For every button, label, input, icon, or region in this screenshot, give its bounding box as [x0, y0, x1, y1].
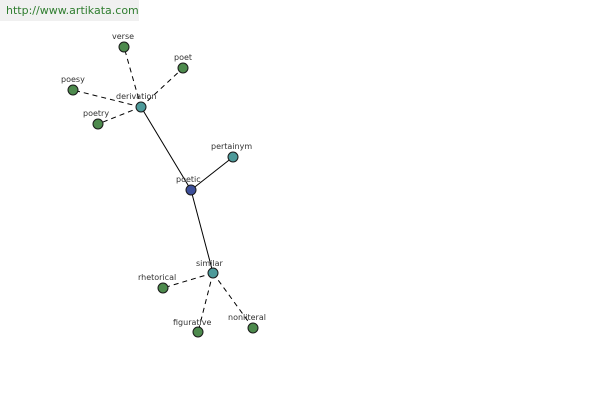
node-label-figurative[interactable]: figurative	[173, 318, 211, 327]
node-similar[interactable]	[207, 267, 219, 279]
edge-poetic-similar	[190, 189, 214, 274]
nodes-layer	[67, 41, 259, 338]
node-pertainym[interactable]	[227, 151, 239, 163]
edge-derivation-poet	[140, 67, 184, 108]
node-verse[interactable]	[118, 41, 130, 53]
edge-derivation-poesy	[72, 89, 142, 108]
node-label-nonliteral[interactable]: nonliteral	[228, 313, 266, 322]
node-poesy[interactable]	[67, 84, 79, 96]
edge-similar-figurative	[197, 272, 214, 333]
node-nonliteral[interactable]	[247, 322, 259, 334]
node-derivation[interactable]	[135, 101, 147, 113]
node-figurative[interactable]	[192, 326, 204, 338]
node-label-verse[interactable]: verse	[112, 32, 134, 41]
site-url-link[interactable]: http://www.artikata.com	[6, 4, 139, 17]
site-url-banner[interactable]: http://www.artikata.com	[0, 0, 139, 21]
node-label-poet[interactable]: poet	[174, 53, 192, 62]
node-label-rhetorical[interactable]: rhetorical	[138, 273, 176, 282]
edges-layer	[72, 46, 254, 333]
edge-derivation-verse	[123, 46, 142, 108]
node-label-similar[interactable]: similar	[196, 259, 224, 268]
labels-layer: poetic derivation similar pertainym verse poe…	[61, 32, 266, 327]
edge-derivation-poetry	[97, 106, 142, 125]
node-label-poesy[interactable]: poesy	[61, 75, 85, 84]
edge-similar-nonliteral	[212, 272, 254, 329]
node-poetry[interactable]	[92, 118, 104, 130]
node-rhetorical[interactable]	[157, 282, 169, 294]
node-poetic[interactable]	[185, 184, 197, 196]
node-label-derivation[interactable]: derivation	[116, 92, 156, 101]
node-poet[interactable]	[177, 62, 189, 74]
node-label-poetic[interactable]: poetic	[176, 175, 201, 184]
edge-poetic-derivation	[140, 106, 192, 191]
node-label-poetry[interactable]: poetry	[83, 109, 109, 118]
edge-poetic-pertainym	[190, 156, 234, 191]
node-label-pertainym[interactable]: pertainym	[211, 142, 252, 151]
